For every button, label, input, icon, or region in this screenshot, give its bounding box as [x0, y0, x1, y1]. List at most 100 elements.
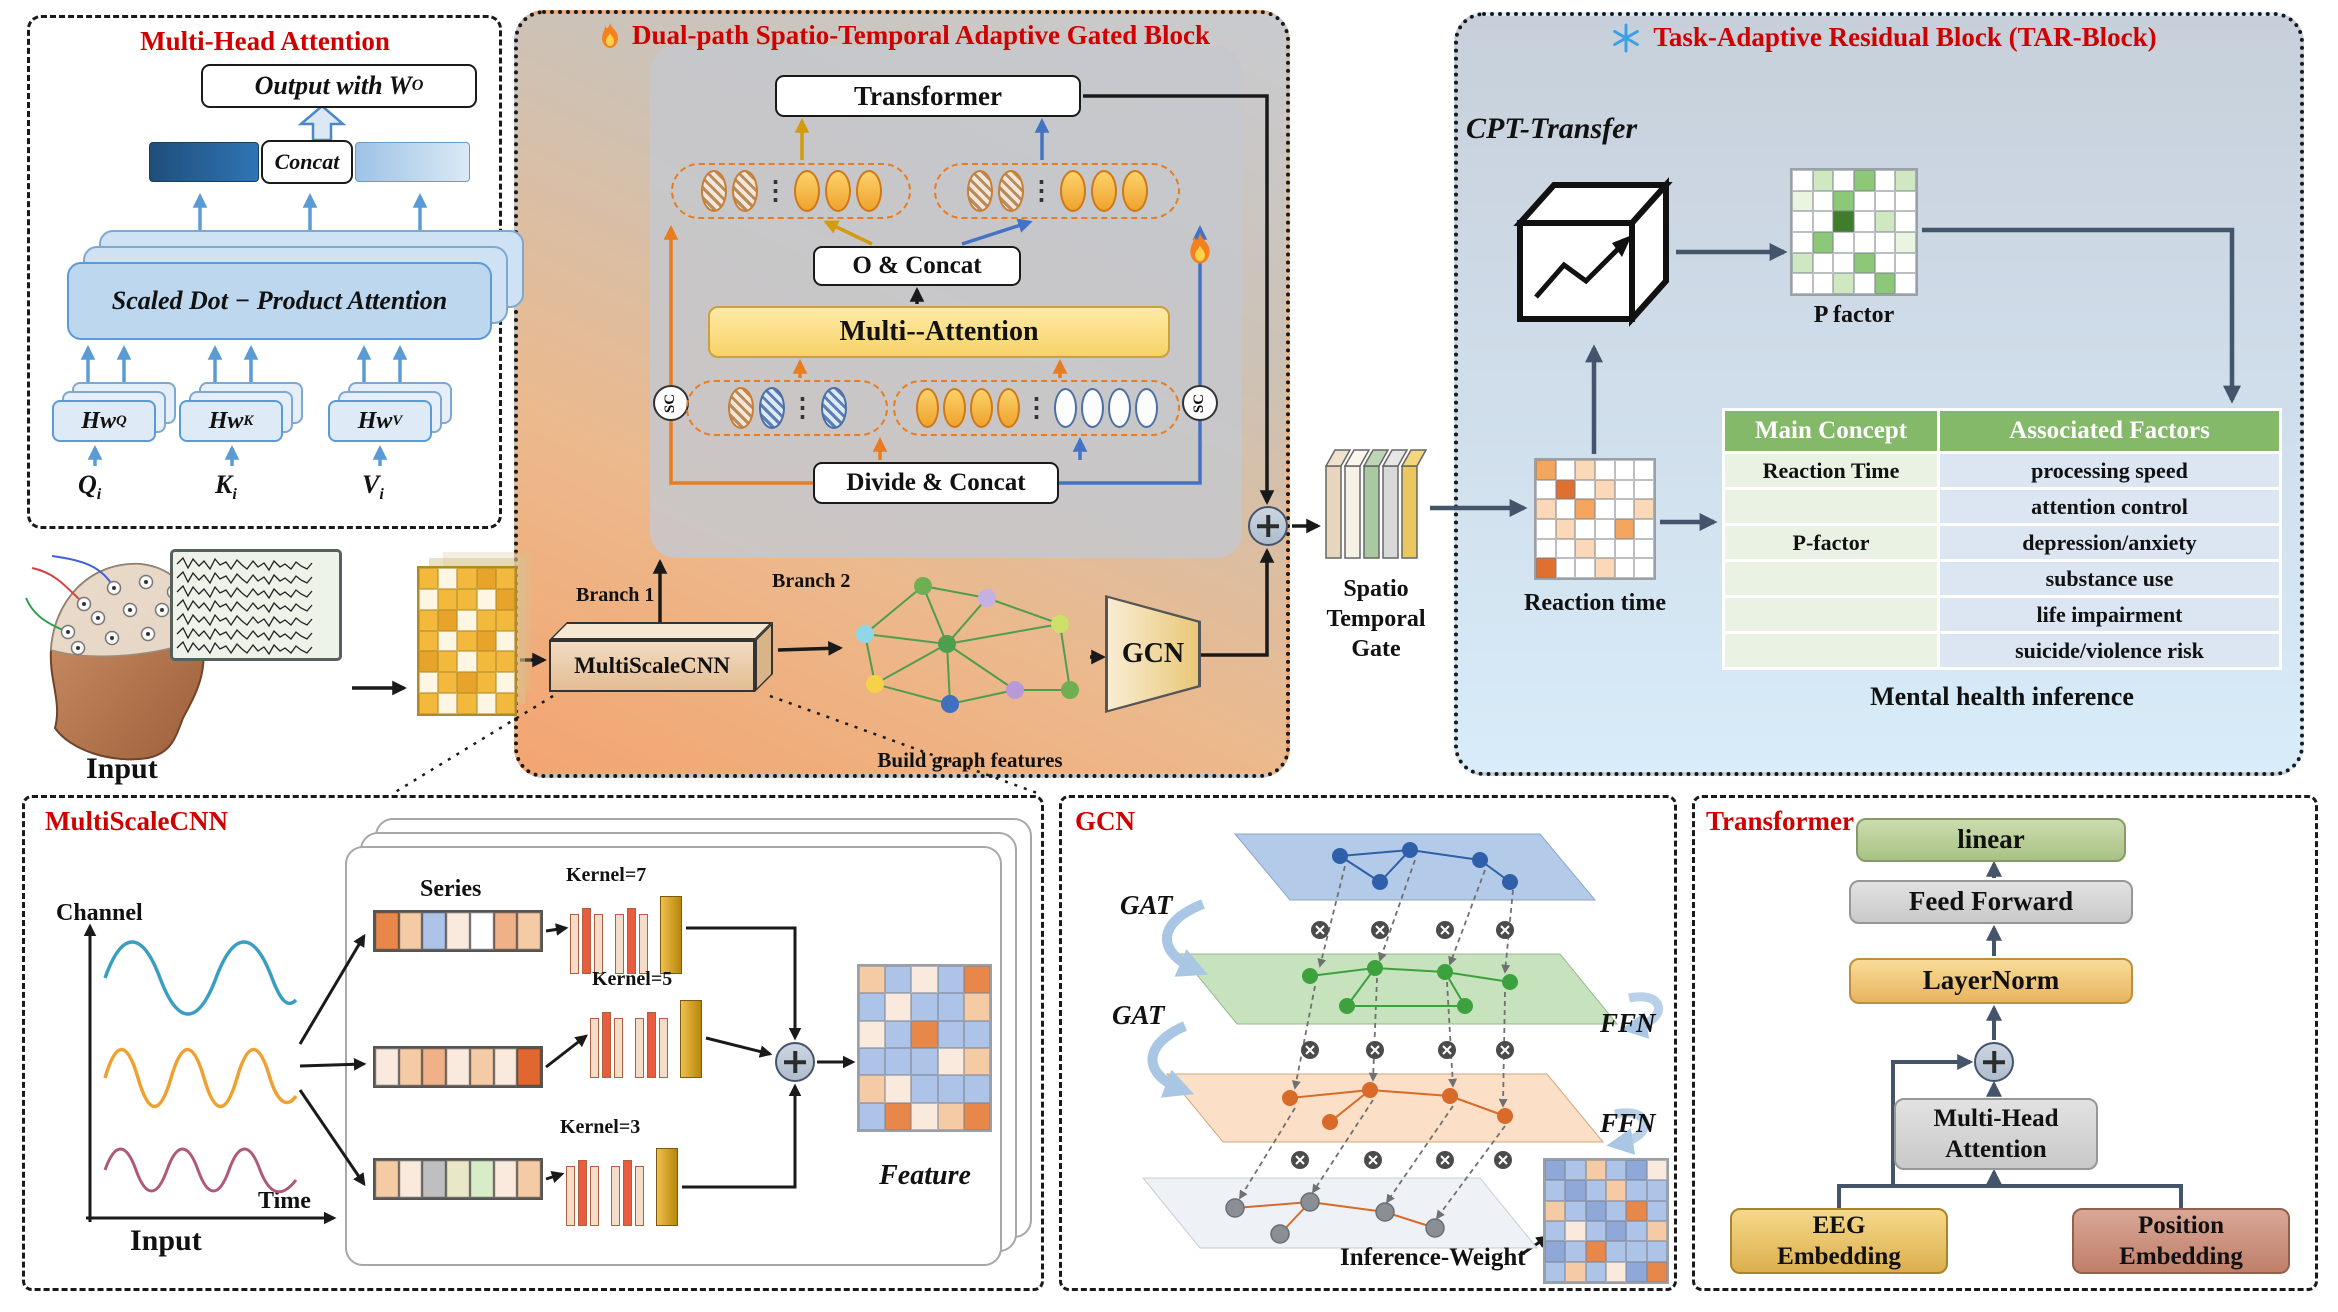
grid-cell [1812, 211, 1834, 232]
grid-cell [1792, 211, 1813, 232]
grid-cell [1634, 479, 1654, 500]
grid-cell [476, 588, 496, 610]
grid-cell [1565, 1180, 1586, 1201]
grid-cell [495, 609, 515, 631]
grid-cell [1812, 190, 1834, 212]
q-base: Q [78, 470, 97, 499]
grid-cell [1536, 479, 1556, 500]
token-group-top-right: ⋮ [934, 163, 1180, 219]
feature-heatmap [857, 964, 992, 1132]
grid-cell [1626, 1200, 1647, 1221]
grid-cell [1792, 190, 1813, 212]
grid-cell [1565, 1241, 1586, 1262]
grid-cell [457, 672, 477, 694]
transformer-box: Transformer [775, 75, 1081, 117]
token-oval [969, 388, 993, 428]
grid-cell [937, 1102, 964, 1130]
cpt-transfer-label: CPT-Transfer [1466, 112, 1637, 146]
kernel5-text: Kernel=5 [592, 968, 673, 990]
grid-cell [1575, 518, 1595, 539]
output-sup: O [411, 77, 424, 94]
token-oval [824, 170, 851, 212]
scaled-dot-product-attention-box: Scaled Dot − Product Attention [67, 262, 492, 340]
grid-cell [446, 1048, 470, 1086]
grid-cell [495, 672, 515, 694]
grid-cell [517, 1160, 541, 1198]
grid-cell [911, 966, 938, 994]
kernel7-label: Kernel=7 [566, 864, 646, 887]
grid-cell [1565, 1261, 1586, 1282]
grid-cell [375, 1048, 399, 1086]
grid-cell [1895, 252, 1916, 274]
grid-cell [859, 1047, 886, 1076]
grid-cell [476, 693, 496, 714]
token-oval [855, 170, 882, 212]
token-oval [758, 387, 785, 429]
grid-cell [1606, 1200, 1627, 1221]
grid-cell [1614, 479, 1635, 500]
gat-label-2: GAT [1112, 1000, 1165, 1031]
cell-text: substance use [2045, 565, 2174, 591]
waveform-orange [103, 1047, 298, 1109]
grid-cell [1555, 499, 1576, 519]
grid-cell [1545, 1200, 1566, 1221]
ffn1-text: FFN [1600, 1008, 1656, 1038]
cpt-transfer-text: CPT-Transfer [1466, 112, 1638, 145]
grid-cell [457, 568, 477, 589]
multiscalecnn-3d-label: MultiScaleCNN [574, 653, 730, 678]
cell-text: processing speed [2031, 457, 2188, 483]
grid-cell [859, 966, 886, 994]
cell-text: depression/anxiety [2022, 529, 2197, 555]
grid-cell [422, 1048, 447, 1086]
grid-cell [1626, 1220, 1647, 1242]
grid-cell [1536, 518, 1556, 539]
grid-cell [859, 1020, 886, 1048]
grid-cell [1812, 170, 1834, 191]
table-cell-concept [1725, 562, 1937, 595]
grid-cell [1833, 252, 1854, 274]
mscnn-title-text: MultiScaleCNN [45, 806, 228, 836]
grid-cell [885, 993, 912, 1021]
divide-concat-label: Divide & Concat [846, 469, 1026, 496]
token-oval [793, 170, 820, 212]
grid-cell [1833, 170, 1854, 191]
grid-cell [1614, 460, 1635, 480]
grid-cell [1792, 252, 1813, 274]
grid-cell [1646, 1261, 1667, 1282]
kernel3-text: Kernel=3 [560, 1116, 641, 1138]
divide-concat-box: Divide & Concat [813, 462, 1059, 504]
kernel3-label: Kernel=3 [560, 1116, 640, 1139]
grid-cell [1626, 1241, 1647, 1262]
grid-cell [422, 912, 447, 950]
token-oval [915, 388, 939, 428]
grid-cell [1575, 558, 1595, 578]
grid-cell [1545, 1241, 1566, 1262]
o-concat-label: O & Concat [852, 252, 982, 279]
grid-cell [1536, 558, 1556, 578]
grid-cell [937, 1075, 964, 1103]
grid-cell [1853, 190, 1875, 212]
grid-cell [911, 993, 938, 1021]
grid-cell [398, 1160, 423, 1198]
grid-cell [963, 1075, 990, 1103]
token-oval [942, 388, 966, 428]
grid-cell [885, 1075, 912, 1103]
conv-output-bar [656, 1148, 678, 1226]
skip-connection-right: SC [1182, 385, 1218, 421]
grid-cell [1545, 1220, 1566, 1242]
grid-cell [1555, 518, 1576, 539]
kernel7-text: Kernel=7 [566, 864, 647, 886]
token-oval [1053, 388, 1077, 428]
grid-cell [1545, 1261, 1566, 1282]
grid-cell [1565, 1200, 1586, 1221]
eeg-head-illustration [25, 555, 205, 761]
table-cell-factor: depression/anxiety [1940, 526, 2279, 559]
waveform-blue [103, 940, 298, 1016]
grid-cell [963, 1047, 990, 1076]
grid-cell [1555, 479, 1576, 500]
grid-cell [1792, 170, 1813, 191]
series-text: Series [420, 876, 482, 902]
